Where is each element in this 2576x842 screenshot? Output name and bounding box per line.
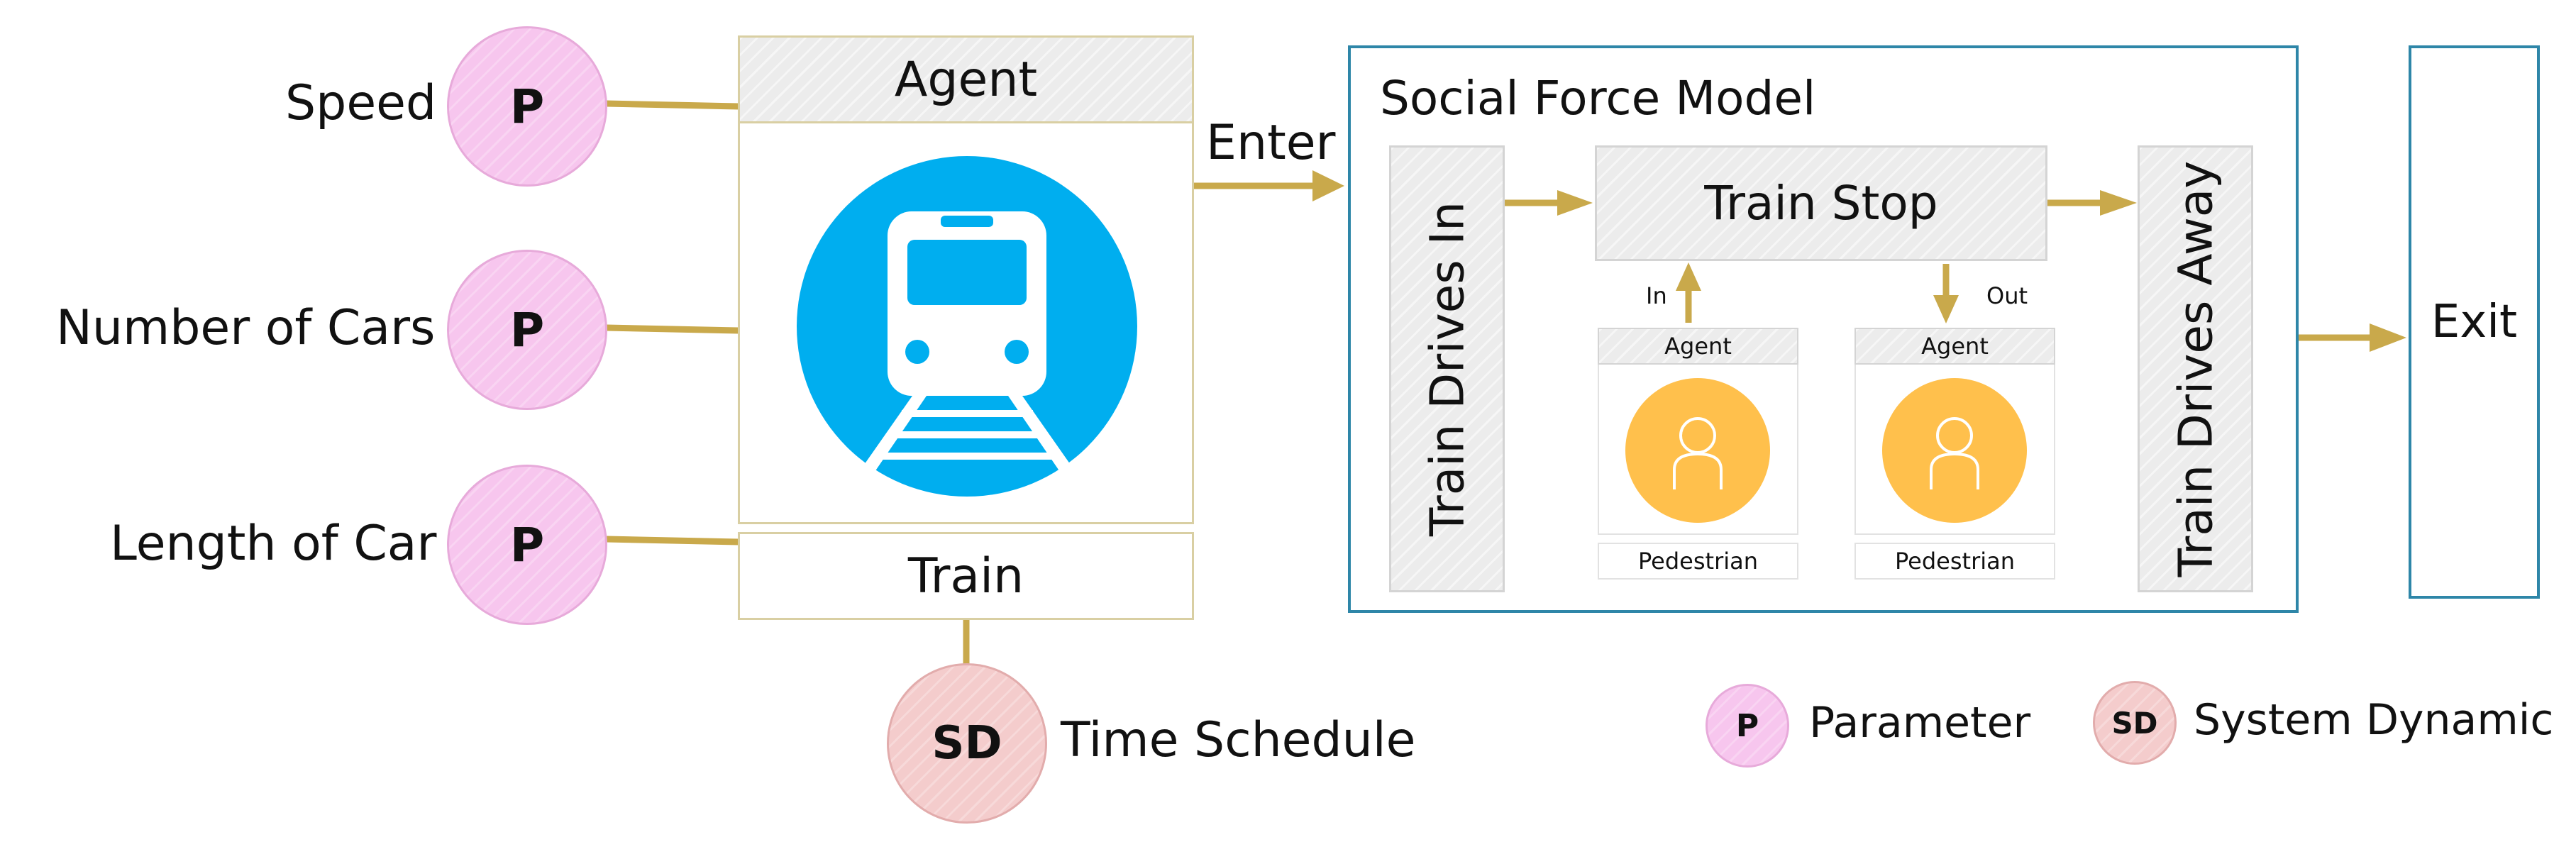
length-of-car-label: Length of Car <box>110 516 437 572</box>
sd-symbol: SD <box>932 717 1002 770</box>
agent-in-header: Agent <box>1598 328 1798 365</box>
exit-box: Exit <box>2409 45 2540 599</box>
drivesaway-arrowhead <box>2100 190 2137 216</box>
drivesin-arrowhead <box>1557 190 1593 216</box>
agent-block: Agent <box>738 35 1194 524</box>
social-force-model <box>1348 45 2299 613</box>
agent-in-body <box>1598 365 1798 535</box>
pedestrian-agent-out: Agent Pedestrian <box>1854 328 2055 580</box>
p-symbol: P <box>509 302 545 358</box>
pedestrian-agent-in: Agent Pedestrian <box>1598 328 1798 580</box>
train-footer: Train <box>738 532 1194 620</box>
train-icon <box>797 156 1137 497</box>
p-symbol: P <box>509 517 545 572</box>
time-schedule-label: Time Schedule <box>1061 712 1416 768</box>
speed-label: Speed <box>285 75 437 131</box>
pedestrian-icon <box>1882 378 2027 523</box>
social-force-title: Social Force Model <box>1380 71 1816 126</box>
in-label: In <box>1646 282 1667 309</box>
number-of-cars-parameter-node: P <box>447 250 607 410</box>
agent-header: Agent <box>740 38 1192 123</box>
agent-out-body <box>1854 365 2055 535</box>
train-drives-away-label: Train Drives Away <box>2168 160 2223 577</box>
time-schedule-node: SD <box>887 663 1047 824</box>
legend-parameter-node: P <box>1706 684 1789 768</box>
train-stop-box: Train Stop <box>1595 145 2047 261</box>
agent-in-footer: Pedestrian <box>1598 543 1798 580</box>
train-drives-in-label: Train Drives In <box>1420 201 1475 536</box>
speed-parameter-node: P <box>447 26 607 187</box>
speed-link <box>606 100 740 110</box>
number-of-cars-label: Number of Cars <box>56 300 436 356</box>
out-label: Out <box>1986 282 2028 309</box>
agent-out-footer: Pedestrian <box>1854 543 2055 580</box>
train-drives-in-box <box>1389 145 1505 592</box>
legend-parameter-label: Parameter <box>1809 698 2031 748</box>
in-arrowhead <box>1676 262 1701 291</box>
enter-label: Enter <box>1206 115 1336 171</box>
exit-arrowhead <box>2370 323 2406 352</box>
length-of-car-parameter-node: P <box>447 465 607 625</box>
agent-out-header: Agent <box>1854 328 2055 365</box>
enter-arrowhead <box>1312 170 1344 201</box>
legend-system-dynamic-node: SD <box>2093 681 2177 765</box>
train-drives-away-box <box>2138 145 2253 592</box>
legend-system-dynamic-label: System Dynamic <box>2194 695 2554 745</box>
length-link <box>606 536 740 545</box>
out-arrowhead <box>1933 295 1959 323</box>
p-symbol: P <box>509 79 545 134</box>
pedestrian-icon <box>1625 378 1770 523</box>
cars-link <box>606 324 740 334</box>
